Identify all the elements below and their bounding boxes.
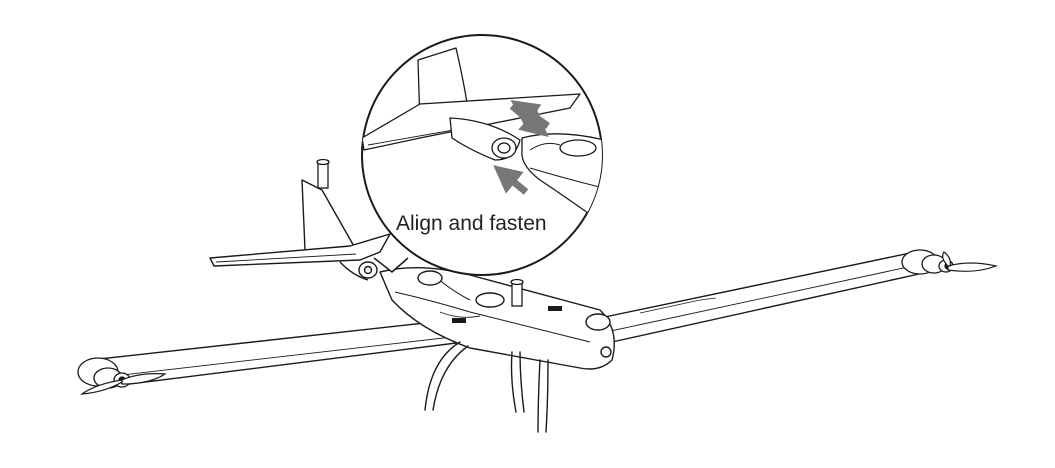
callout-label: Align and fasten (396, 212, 547, 235)
right-propeller (942, 251, 999, 272)
left-propeller (79, 373, 167, 395)
landing-gear (424, 341, 549, 433)
tail-antenna (316, 158, 330, 189)
fuselage (379, 266, 615, 370)
magnifier-callout: Align and fasten (361, 34, 603, 276)
align-arrows (493, 100, 550, 195)
tail-assembly (209, 179, 391, 281)
callout-pointer (373, 257, 409, 273)
gps-mast (510, 278, 524, 307)
